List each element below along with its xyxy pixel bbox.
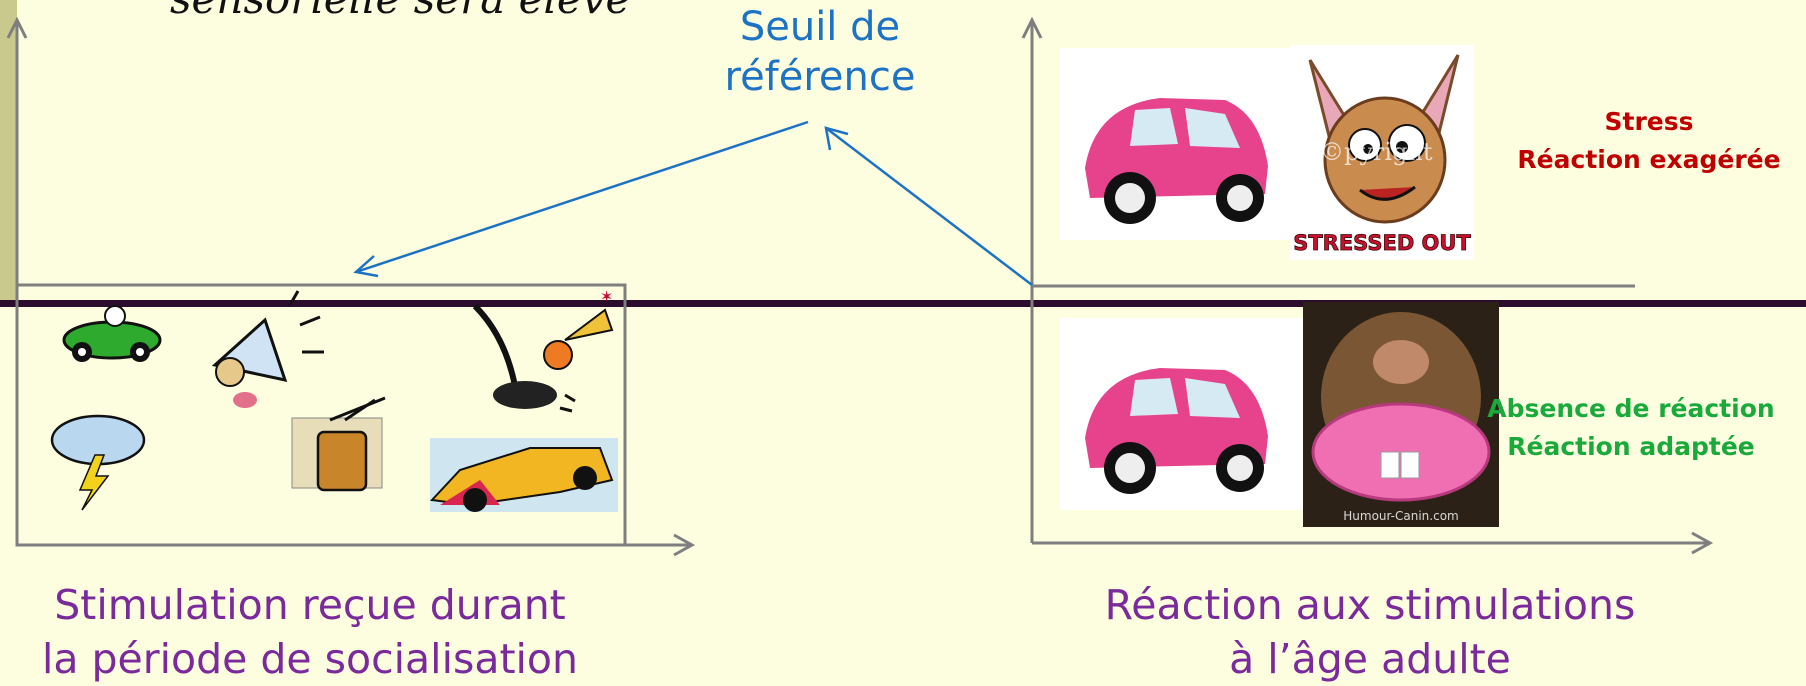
right-caption: Réaction aux stimulations à l’âge adulte	[1060, 578, 1680, 686]
left-caption-line-2: la période de socialisation	[41, 635, 578, 683]
watermark-copyright: ©pyright	[1320, 138, 1433, 166]
pink-car-bottom-photo	[1060, 318, 1305, 510]
pink-car-icon	[1085, 98, 1268, 224]
stimulation-box	[15, 283, 627, 547]
calm-line-2: Réaction adaptée	[1507, 432, 1755, 461]
threshold-line-1: Seuil de	[739, 4, 901, 50]
stress-line-2: Réaction exagérée	[1517, 145, 1781, 174]
toy-car-icon	[62, 305, 162, 362]
stressed-chihuahua-icon: ©pyright STRESSED OUT	[1293, 54, 1472, 257]
top-text-fragment: sensorielle sera élevé	[170, 0, 670, 23]
vacuum-cleaner-icon	[472, 303, 576, 413]
race-car-icon	[429, 438, 618, 512]
watermark-dog: Humour-Canin.com	[1343, 509, 1458, 523]
pink-car-icon	[1085, 368, 1268, 494]
stressed-out-text: STRESSED OUT	[1293, 231, 1471, 255]
storm-cloud-icon	[50, 414, 146, 511]
drum-icon	[291, 396, 386, 492]
right-caption-line-1: Réaction aux stimulations	[1104, 581, 1636, 629]
stressed-chihuahua-photo: ©pyright STRESSED OUT	[1290, 45, 1474, 260]
dog-pink-teeth-photo: Humour-Canin.com	[1303, 302, 1499, 527]
right-caption-line-2: à l’âge adulte	[1229, 635, 1511, 683]
threshold-arrows	[353, 120, 1033, 286]
left-caption-line-1: Stimulation reçue durant	[54, 581, 566, 629]
calm-line-1: Absence de réaction	[1487, 394, 1775, 423]
party-horn-icon: ✶	[543, 287, 613, 370]
left-caption: Stimulation reçue durant la période de s…	[20, 578, 600, 686]
stress-label: Stress Réaction exagérée	[1494, 103, 1804, 179]
dog-pink-teeth-icon: Humour-Canin.com	[1311, 312, 1491, 523]
stress-line-1: Stress	[1604, 107, 1694, 136]
threshold-line-2: référence	[724, 54, 916, 100]
horizontal-divider	[0, 300, 1806, 307]
svg-text:✶: ✶	[600, 287, 613, 306]
right-axes	[1021, 16, 1714, 555]
left-accent-bar	[0, 0, 17, 300]
calm-label: Absence de réaction Réaction adaptée	[1466, 390, 1796, 466]
pink-car-top-photo	[1060, 48, 1290, 240]
megaphone-icon	[211, 290, 324, 408]
threshold-label: Seuil de référence	[700, 2, 940, 102]
